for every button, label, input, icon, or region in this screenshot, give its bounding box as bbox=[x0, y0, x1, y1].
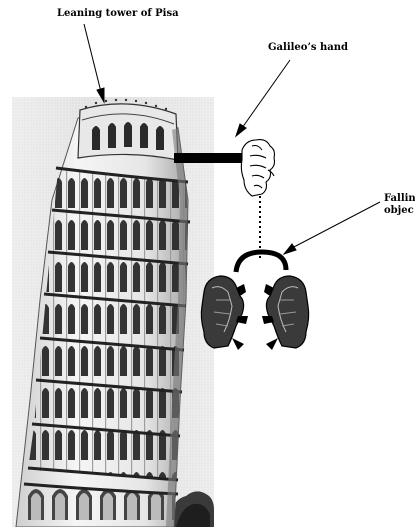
falling-object-label-line2: objec bbox=[384, 205, 414, 217]
arrow-hand bbox=[236, 60, 290, 136]
falling-object-handle bbox=[236, 252, 286, 272]
falling-object-label-line1: Fallin bbox=[384, 193, 415, 205]
galileo-hand bbox=[241, 140, 274, 196]
arrow-tower bbox=[84, 24, 104, 102]
arm-bar bbox=[174, 153, 242, 163]
hand-label: Galileo’s hand bbox=[268, 42, 348, 54]
falling-object-figures bbox=[201, 276, 308, 350]
arrow-falling-object bbox=[284, 202, 380, 254]
tower-label: Leaning tower of Pisa bbox=[57, 8, 179, 20]
